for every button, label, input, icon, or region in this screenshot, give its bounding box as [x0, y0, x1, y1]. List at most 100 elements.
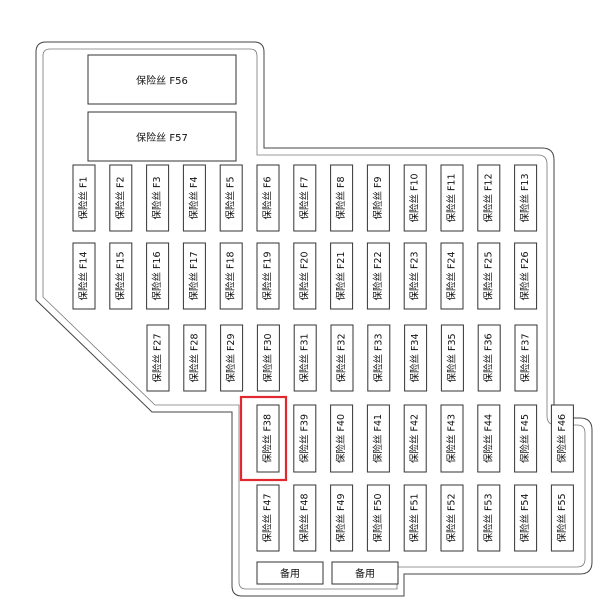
fuse-f41[interactable]: 保险丝 F41 — [366, 404, 390, 473]
fuse-body — [477, 324, 501, 392]
fuse-f3[interactable]: 保险丝 F3 — [146, 164, 170, 232]
fuse-f36[interactable]: 保险丝 F36 — [477, 324, 501, 392]
fuse-label: 保险丝 F2 — [114, 176, 126, 219]
fuse-f15[interactable]: 保险丝 F15 — [109, 242, 133, 310]
fuse-f26[interactable]: 保险丝 F26 — [514, 242, 538, 310]
fuse-f49[interactable]: 保险丝 F49 — [330, 484, 354, 552]
fuse-f11[interactable]: 保险丝 F11 — [440, 164, 464, 232]
fuse-body — [440, 242, 464, 310]
fuse-row-3: 保险丝 F27 保险丝 F28 保险丝 F29 保险丝 F30 保险丝 F31 保险丝 F… — [146, 324, 538, 392]
fuse-f4[interactable]: 保险丝 F4 — [182, 164, 206, 232]
fuse-f24[interactable]: 保险丝 F24 — [440, 242, 464, 310]
fuse-label: 保险丝 F15 — [114, 251, 126, 300]
fuse-f22[interactable]: 保险丝 F22 — [366, 242, 390, 310]
fuse-body — [293, 164, 317, 232]
fuse-f28[interactable]: 保险丝 F28 — [183, 324, 207, 392]
fuse-label: 保险丝 F4 — [188, 176, 200, 219]
fuse-f21[interactable]: 保险丝 F21 — [330, 242, 354, 310]
fuse-label: 保险丝 F5 — [225, 176, 237, 219]
fuse-f44[interactable]: 保险丝 F44 — [477, 404, 501, 473]
fuse-label: 保险丝 F21 — [335, 251, 347, 300]
fuse-label: 保险丝 F50 — [372, 493, 384, 542]
fuse-body — [256, 242, 280, 310]
fuse-row-5: 保险丝 F47 保险丝 F48 保险丝 F49 保险丝 F50 保险丝 F51 保险丝 F… — [256, 484, 574, 552]
spare-slot-2[interactable]: 备用 — [331, 561, 399, 585]
large-fuse-f57[interactable]: 保险丝 F57 — [87, 111, 237, 162]
fuse-f10[interactable]: 保险丝 F10 — [403, 164, 427, 232]
fuse-f14[interactable]: 保险丝 F14 — [72, 242, 96, 310]
fuse-body — [440, 164, 464, 232]
large-fuse-f56[interactable]: 保险丝 F56 — [87, 54, 237, 105]
fuse-f46[interactable]: 保险丝 F46 — [550, 404, 574, 473]
fuse-row-2: 保险丝 F14 保险丝 F15 保险丝 F16 保险丝 F17 保险丝 F18 保险丝 F… — [72, 242, 538, 310]
fuse-body — [146, 324, 170, 392]
fuse-f35[interactable]: 保险丝 F35 — [440, 324, 464, 392]
fuse-label: 保险丝 F7 — [298, 176, 310, 219]
fuse-f13[interactable]: 保险丝 F13 — [514, 164, 538, 232]
fuse-f18[interactable]: 保险丝 F18 — [219, 242, 243, 310]
fuse-label: 保险丝 F26 — [519, 251, 531, 300]
fuse-f9[interactable]: 保险丝 F9 — [366, 164, 390, 232]
fuse-f19[interactable]: 保险丝 F19 — [256, 242, 280, 310]
fuse-f5[interactable]: 保险丝 F5 — [219, 164, 243, 232]
fuse-label: 保险丝 F39 — [298, 414, 310, 463]
fuse-body — [182, 242, 206, 310]
fuse-f43[interactable]: 保险丝 F43 — [440, 404, 464, 473]
fuse-label: 保险丝 F35 — [446, 333, 458, 382]
fuse-label: 保险丝 F49 — [335, 493, 347, 542]
fuse-f54[interactable]: 保险丝 F54 — [514, 484, 538, 552]
fuse-body — [146, 242, 170, 310]
fuse-label: 保险丝 F24 — [446, 251, 458, 300]
fuse-label: 保险丝 F27 — [152, 333, 164, 382]
spare-slot-1[interactable]: 备用 — [256, 561, 324, 585]
fuse-f39[interactable]: 保险丝 F39 — [293, 404, 317, 473]
fuse-f51[interactable]: 保险丝 F51 — [403, 484, 427, 552]
fuse-body — [183, 324, 207, 392]
fuse-body — [109, 242, 133, 310]
fuse-label: 保险丝 F18 — [225, 251, 237, 300]
fuse-f12[interactable]: 保险丝 F12 — [477, 164, 501, 232]
fuse-f33[interactable]: 保险丝 F33 — [367, 324, 391, 392]
fuse-f27[interactable]: 保险丝 F27 — [146, 324, 170, 392]
fuse-f38[interactable]: 保险丝 F38 — [256, 404, 280, 473]
fuse-f37[interactable]: 保险丝 F37 — [514, 324, 538, 392]
fuse-f23[interactable]: 保险丝 F23 — [403, 242, 427, 310]
fuse-f42[interactable]: 保险丝 F42 — [403, 404, 427, 473]
fuse-f25[interactable]: 保险丝 F25 — [477, 242, 501, 310]
fuse-f16[interactable]: 保险丝 F16 — [146, 242, 170, 310]
fuse-body — [293, 324, 317, 392]
fuse-body — [109, 164, 133, 232]
fuse-f48[interactable]: 保险丝 F48 — [293, 484, 317, 552]
fuse-f20[interactable]: 保险丝 F20 — [293, 242, 317, 310]
fuse-f2[interactable]: 保险丝 F2 — [109, 164, 133, 232]
fuse-f31[interactable]: 保险丝 F31 — [293, 324, 317, 392]
fuse-f8[interactable]: 保险丝 F8 — [330, 164, 354, 232]
fuse-body — [256, 324, 280, 392]
fuse-f45[interactable]: 保险丝 F45 — [514, 404, 538, 473]
fuse-f17[interactable]: 保险丝 F17 — [182, 242, 206, 310]
fuse-label: 保险丝 F30 — [262, 333, 274, 382]
fuse-f6[interactable]: 保险丝 F6 — [256, 164, 280, 232]
fuse-body — [367, 324, 391, 392]
fuse-row-4: 保险丝 F38 保险丝 F39 保险丝 F40 保险丝 F41 保险丝 F42 保险丝 F… — [256, 404, 574, 473]
fuse-label: 保险丝 F33 — [372, 333, 384, 382]
fuse-f55[interactable]: 保险丝 F55 — [550, 484, 574, 552]
fuse-f30[interactable]: 保险丝 F30 — [256, 324, 280, 392]
fuse-f1[interactable]: 保险丝 F1 — [72, 164, 96, 232]
fuse-f7[interactable]: 保险丝 F7 — [293, 164, 317, 232]
fuse-body — [366, 484, 390, 552]
fuse-f53[interactable]: 保险丝 F53 — [477, 484, 501, 552]
fuse-f47[interactable]: 保险丝 F47 — [256, 484, 280, 552]
fuse-body — [293, 404, 317, 473]
fuse-label: 保险丝 F22 — [372, 251, 384, 300]
fuse-f32[interactable]: 保险丝 F32 — [330, 324, 354, 392]
fuse-f40[interactable]: 保险丝 F40 — [330, 404, 354, 473]
fuse-label: 保险丝 F44 — [482, 414, 494, 463]
fuse-f50[interactable]: 保险丝 F50 — [366, 484, 390, 552]
fuse-f29[interactable]: 保险丝 F29 — [220, 324, 244, 392]
fuse-label: 保险丝 F42 — [409, 414, 421, 463]
fuse-label: 保险丝 F51 — [409, 493, 421, 542]
fuse-f34[interactable]: 保险丝 F34 — [404, 324, 428, 392]
fuse-body — [366, 164, 390, 232]
fuse-f52[interactable]: 保险丝 F52 — [440, 484, 464, 552]
